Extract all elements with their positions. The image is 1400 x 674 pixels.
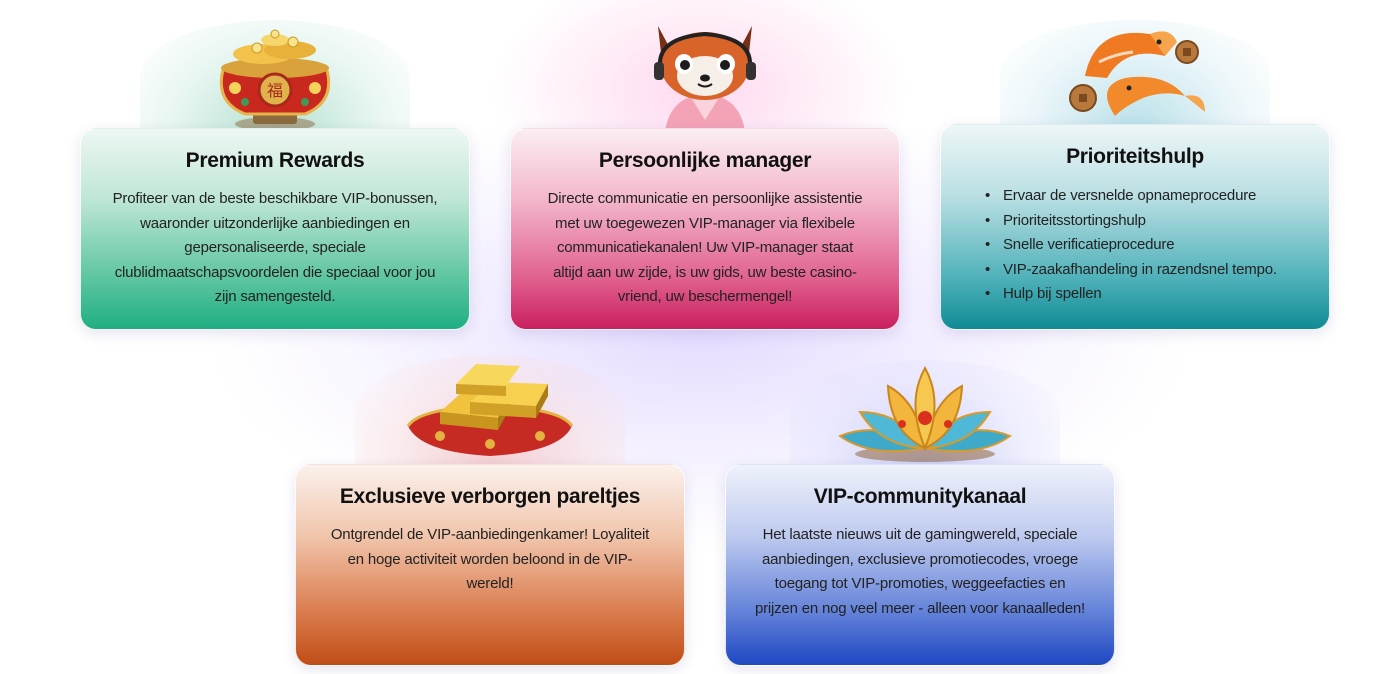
priority-help-list: Ervaar de versnelde opnameprocedure Prio… [981,184,1313,307]
list-item: Hulp bij spellen [981,282,1313,307]
priority-help-title: Prioriteitshulp [1066,145,1204,168]
gold-bars-icon [406,364,574,456]
personal-manager-title: Persoonlijke manager [598,149,812,172]
description-line: clublidmaatschapsvoordelen die speciaal … [114,263,436,281]
description-line: altijd aan uw zijde, is uw gids, uw best… [553,263,857,281]
money-pot-icon: 福 [219,29,331,131]
list-item: VIP-zaakafhandeling in razendsnel tempo. [981,258,1313,283]
description-line: wereld! [466,575,514,592]
premium-rewards-description: Profiteer van de beste beschikbare VIP-b… [97,187,453,310]
description-line: aanbiedingen, exclusieve promotiecodes, … [761,550,1078,568]
description-line: Profiteer van de beste beschikbare VIP-b… [112,190,438,207]
description-line: met uw toegewezen VIP-manager via flexib… [555,214,855,232]
list-item: Snelle verificatieprocedure [981,233,1313,258]
personal-manager-card: Persoonlijke manager Directe communicati… [510,128,900,330]
description-line: toegang tot VIP-promoties, weggeefacties… [774,575,1066,592]
premium-rewards-card: Premium Rewards Profiteer van de beste b… [80,128,470,330]
vip-community-description: Het laatste nieuws uit de gamingwereld, … [742,523,1098,621]
description-line: prijzen en nog veel meer - alleen voor k… [754,599,1085,617]
list-item: Ervaar de versnelde opnameprocedure [981,184,1313,209]
hidden-gems-card: Exclusieve verborgen pareltjes Ontgrende… [295,464,685,666]
description-line: gepersonaliseerde, speciale [184,239,366,256]
description-line: en hoge activiteit worden beloond in de … [347,550,633,568]
vip-community-title: VIP-communitykanaal [813,485,1027,508]
list-item: Prioriteitsstortingshulp [981,209,1313,234]
hidden-gems-description: Ontgrendel de VIP-aanbiedingenkamer! Loy… [312,523,668,597]
description-line: Ontgrendel de VIP-aanbiedingenkamer! Loy… [330,526,650,543]
personal-manager-description: Directe communicatie en persoonlijke ass… [527,187,883,310]
lotus-flower-icon [837,365,1013,462]
koi-fish-icon [1069,31,1205,116]
description-line: waaronder uitzonderlijke aanbiedingen en [140,214,410,232]
svg-text:福: 福 [267,81,283,100]
description-line: Het laatste nieuws uit de gamingwereld, … [762,526,1078,543]
description-line: Directe communicatie en persoonlijke ass… [547,190,863,207]
vip-community-card: VIP-communitykanaal Het laatste nieuws u… [725,464,1115,666]
description-line: communicatiekanalen! Uw VIP-manager staa… [556,239,854,256]
description-line: vriend, uw beschermengel! [617,288,793,305]
priority-help-card: Prioriteitshulp Ervaar de versnelde opna… [940,124,1330,330]
hidden-gems-title: Exclusieve verborgen pareltjes [339,485,641,508]
description-line: zijn samengesteld. [214,288,336,305]
premium-rewards-title: Premium Rewards [185,149,365,172]
red-panda-mascot-icon [654,26,756,132]
